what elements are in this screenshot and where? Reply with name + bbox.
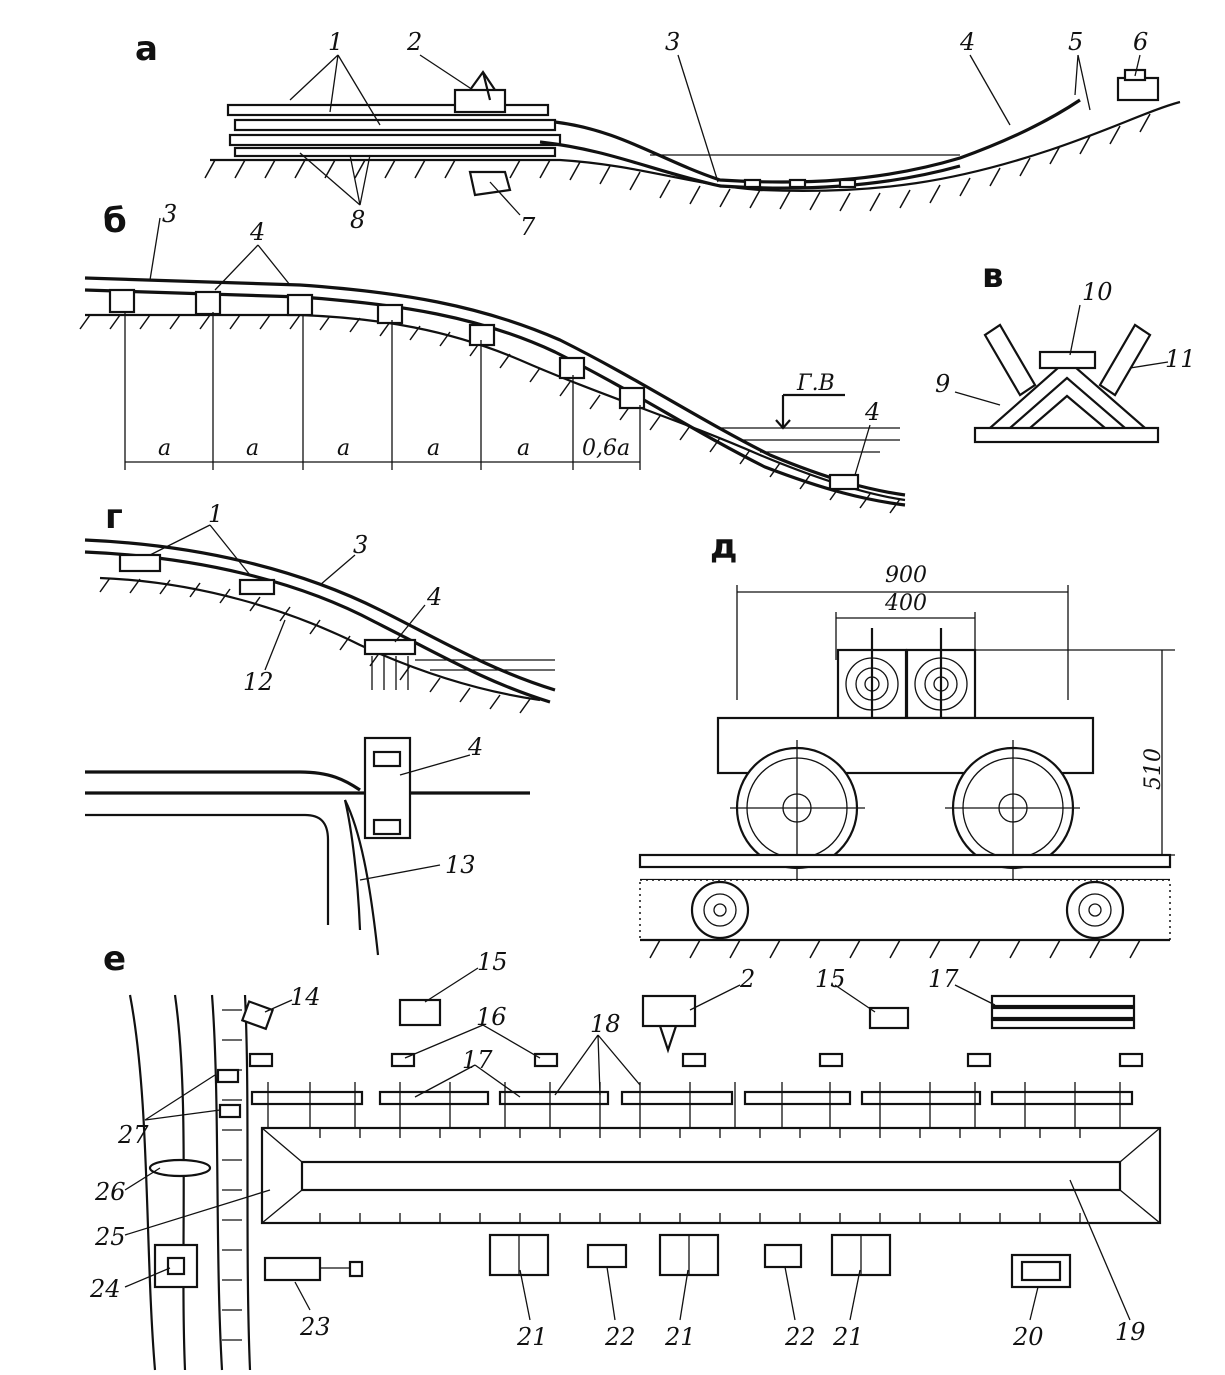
label-e-25: 25 bbox=[94, 1223, 126, 1251]
cart-wheels bbox=[730, 740, 1080, 880]
ground-hatching-g bbox=[99, 577, 531, 714]
label-g-13: 13 bbox=[445, 851, 476, 879]
bank-ticks bbox=[222, 1009, 242, 1341]
dim-900: 900 bbox=[885, 563, 927, 588]
spacing-a-1: a bbox=[158, 436, 171, 461]
label-e-20: 20 bbox=[1012, 1323, 1044, 1351]
label-g-3: 3 bbox=[353, 531, 368, 559]
label-e-22a: 22 bbox=[604, 1323, 636, 1351]
label-a-4: 4 bbox=[959, 28, 975, 56]
panel-g: г 1 3 4 12 4 13 bbox=[84, 497, 556, 956]
panel-v-letter: в bbox=[982, 256, 1004, 296]
label-g-4: 4 bbox=[426, 583, 442, 611]
spacing-a-3: a bbox=[337, 436, 350, 461]
label-e-17b: 17 bbox=[462, 1046, 493, 1074]
pipe-pair bbox=[836, 628, 977, 740]
label-a-1: 1 bbox=[328, 28, 343, 56]
panel-g-letter: г bbox=[105, 497, 123, 537]
label-e-21a: 21 bbox=[516, 1323, 548, 1351]
label-e-15b: 15 bbox=[815, 965, 846, 993]
dim-510: 510 bbox=[1141, 748, 1166, 790]
label-e-16: 16 bbox=[476, 1003, 507, 1031]
panel-a: а bbox=[135, 28, 1181, 241]
label-v-11: 11 bbox=[1165, 345, 1196, 373]
label-e-24: 24 bbox=[89, 1275, 121, 1303]
pipe-strings bbox=[250, 1082, 1134, 1162]
label-g-4-plan: 4 bbox=[467, 733, 483, 761]
label-e-18: 18 bbox=[590, 1010, 621, 1038]
panel-a-letter: а bbox=[135, 29, 158, 69]
panel-e-letter: е bbox=[103, 939, 126, 979]
pipelayers-row bbox=[248, 1052, 1144, 1068]
panel-d: д 900 400 510 bbox=[638, 527, 1175, 959]
label-e-21c: 21 bbox=[832, 1323, 864, 1351]
panel-b-letter: б bbox=[103, 201, 127, 241]
label-e-21b: 21 bbox=[664, 1323, 696, 1351]
label-b-4b: 4 bbox=[864, 398, 880, 426]
trench-19 bbox=[260, 1126, 1162, 1225]
label-e-15: 15 bbox=[477, 948, 508, 976]
ground-hatching-d bbox=[649, 939, 1141, 959]
spacing-a-2: a bbox=[246, 436, 259, 461]
panel-v: в 9 10 11 bbox=[935, 256, 1196, 444]
label-a-7: 7 bbox=[520, 213, 536, 241]
label-e-17: 17 bbox=[928, 965, 959, 993]
label-a-5: 5 bbox=[1068, 28, 1083, 56]
spacing-dimensions bbox=[124, 312, 641, 470]
spacing-06a: 0,6a bbox=[582, 436, 630, 461]
spacing-a-4: a bbox=[427, 436, 440, 461]
ground-hatching-a bbox=[204, 113, 1151, 212]
panel-b: б Г.В a a a a bbox=[79, 200, 906, 514]
label-v-10: 10 bbox=[1082, 278, 1113, 306]
label-v-9: 9 bbox=[935, 370, 950, 398]
pipe-supports-b bbox=[108, 288, 860, 491]
panel-d-letter: д bbox=[710, 527, 737, 567]
label-a-3: 3 bbox=[665, 28, 680, 56]
anchor-support-4 bbox=[363, 638, 417, 690]
label-e-27: 27 bbox=[117, 1121, 149, 1149]
label-a-6: 6 bbox=[1133, 28, 1148, 56]
label-b-4: 4 bbox=[249, 218, 265, 246]
label-e-2: 2 bbox=[739, 965, 755, 993]
dim-400: 400 bbox=[884, 591, 927, 616]
label-g-12: 12 bbox=[243, 668, 274, 696]
label-g-1: 1 bbox=[208, 500, 223, 528]
panel-e: е bbox=[89, 939, 1162, 1371]
water-level-label: Г.В bbox=[796, 371, 835, 396]
label-e-26: 26 bbox=[94, 1178, 126, 1206]
label-e-14: 14 bbox=[290, 983, 321, 1011]
label-b-3: 3 bbox=[162, 200, 177, 228]
label-a-2: 2 bbox=[406, 28, 422, 56]
spacing-a-5: a bbox=[517, 436, 530, 461]
label-e-19: 19 bbox=[1115, 1318, 1146, 1346]
label-e-22b: 22 bbox=[784, 1323, 816, 1351]
label-e-23: 23 bbox=[299, 1313, 331, 1341]
launcher-2 bbox=[453, 70, 507, 114]
label-a-8: 8 bbox=[350, 206, 365, 234]
